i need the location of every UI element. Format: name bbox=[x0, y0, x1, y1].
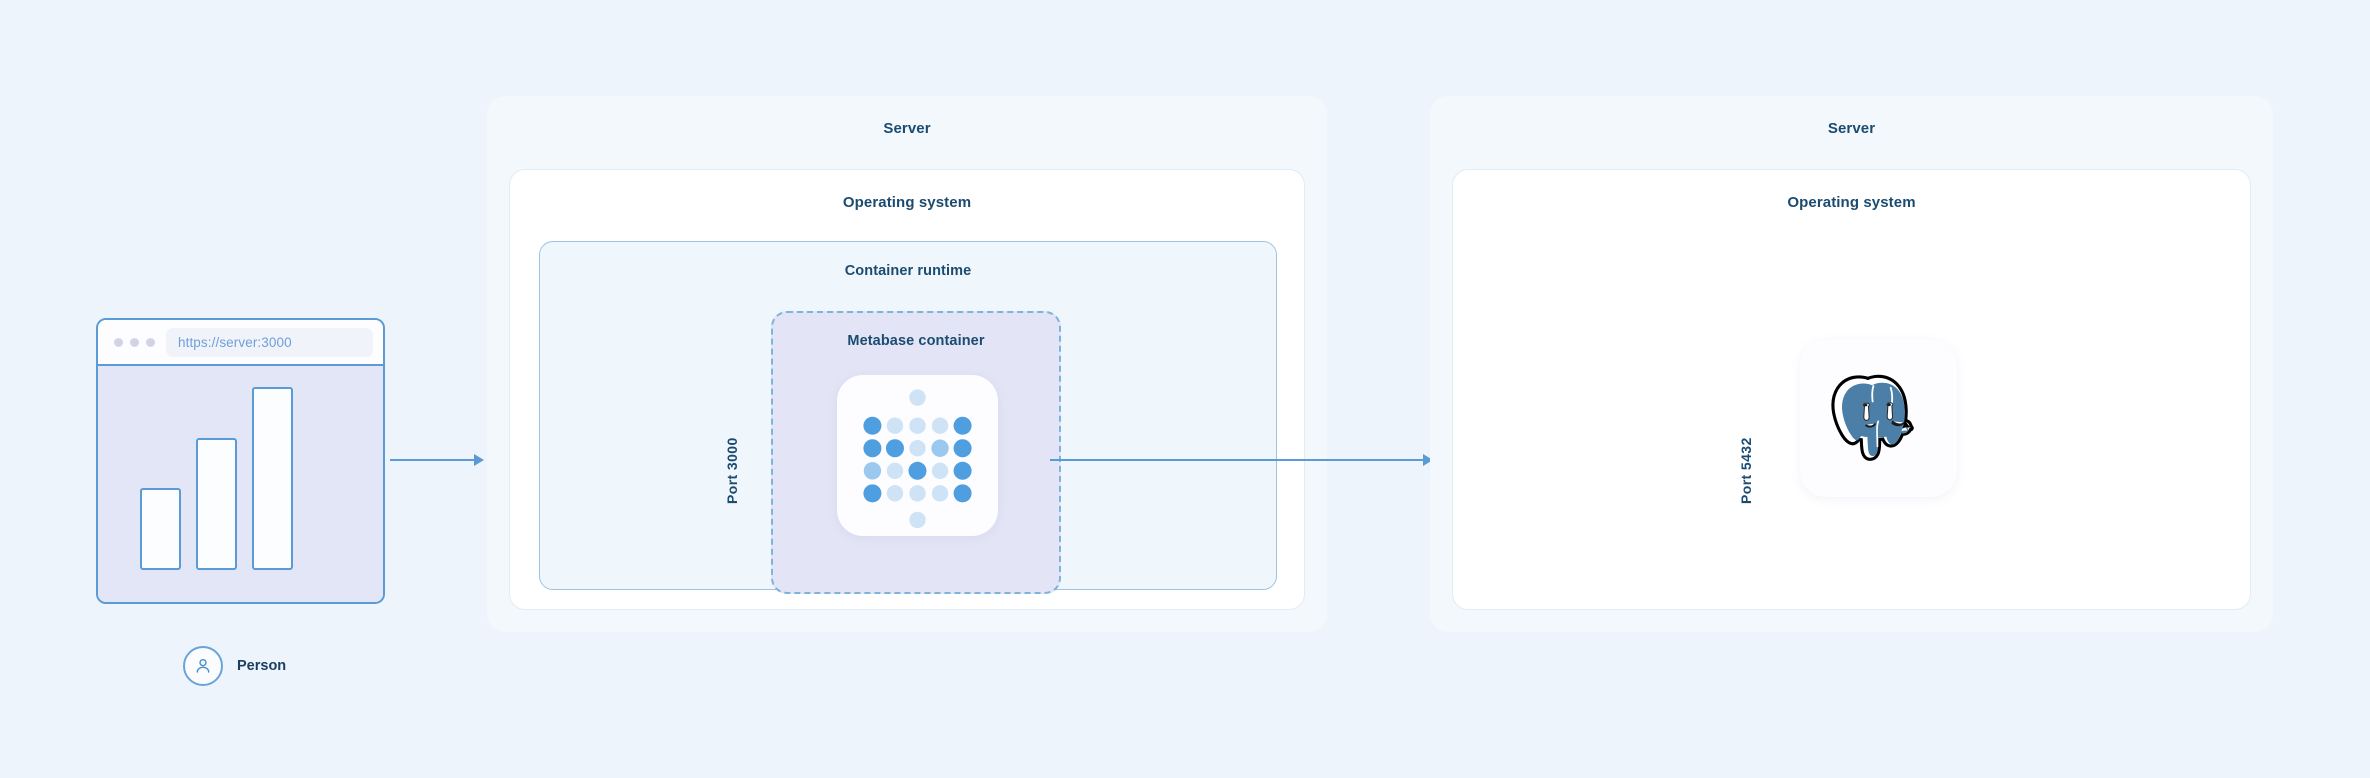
container-runtime-title: Container runtime bbox=[844, 263, 972, 279]
postgresql-logo-tile bbox=[1800, 340, 1957, 497]
postgresql-logo bbox=[1831, 374, 1914, 461]
chart-bar bbox=[196, 438, 237, 570]
window-control-dots bbox=[114, 337, 155, 347]
operating-system-left: Operating system Container runtime Metab… bbox=[509, 169, 1305, 610]
metabase-container-title: Metabase container bbox=[847, 333, 985, 349]
browser-window: https://server:3000 bbox=[96, 318, 385, 604]
server-left-title: Server bbox=[883, 120, 931, 137]
url-bar[interactable]: https://server:3000 bbox=[166, 327, 373, 357]
port-5432-label: Port 5432 bbox=[1738, 437, 1754, 504]
arrow-metabase-to-postgres bbox=[1050, 459, 1425, 461]
port-3000-label: Port 3000 bbox=[724, 437, 740, 504]
browser-viewport bbox=[98, 366, 383, 602]
window-dot-maximize-icon bbox=[146, 337, 155, 347]
metabase-logo bbox=[863, 389, 972, 529]
window-dot-minimize-icon bbox=[130, 337, 139, 347]
server-left: Server Operating system Container runtim… bbox=[487, 96, 1327, 632]
chart-bar bbox=[252, 387, 293, 570]
operating-system-right-title: Operating system bbox=[1787, 194, 1916, 211]
metabase-container: Metabase container bbox=[771, 311, 1061, 594]
metabase-logo-tile bbox=[837, 375, 998, 536]
arrow-browser-to-server-head-icon bbox=[474, 454, 484, 466]
operating-system-right: Operating system bbox=[1452, 169, 2251, 610]
url-text: https://server:3000 bbox=[178, 334, 292, 350]
browser-chrome: https://server:3000 bbox=[98, 320, 383, 366]
server-right-title: Server bbox=[1827, 120, 1876, 137]
operating-system-left-title: Operating system bbox=[842, 194, 972, 211]
user-icon bbox=[196, 658, 210, 673]
person-avatar bbox=[183, 646, 223, 686]
person-legend: Person bbox=[183, 646, 286, 686]
window-dot-close-icon bbox=[114, 337, 123, 347]
person-label: Person bbox=[237, 658, 287, 674]
arrow-browser-to-server bbox=[390, 459, 476, 461]
chart-bar bbox=[140, 488, 181, 570]
arrow-metabase-to-postgres-head-icon bbox=[1423, 454, 1433, 466]
server-right: Server Operating system bbox=[1430, 96, 2273, 632]
container-runtime: Container runtime Metabase container bbox=[539, 241, 1277, 594]
